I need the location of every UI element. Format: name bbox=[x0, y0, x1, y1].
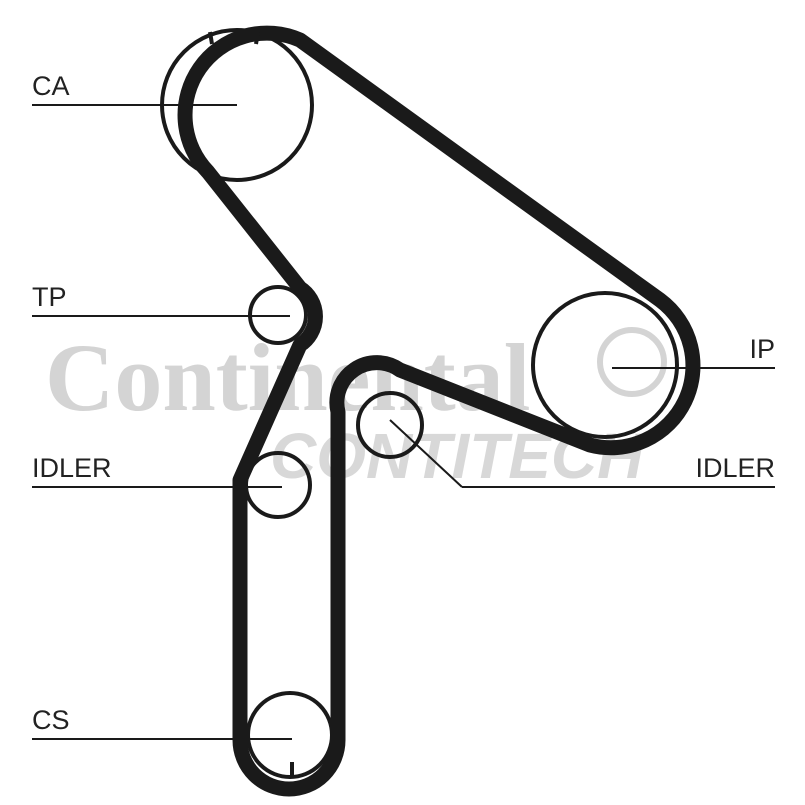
label-ca: CA bbox=[32, 71, 70, 101]
leader-lines bbox=[32, 104, 775, 740]
watermark-contitech: CONTITECH bbox=[270, 420, 645, 492]
belt-marks bbox=[208, 31, 294, 776]
watermark: Continental CONTITECH bbox=[45, 324, 667, 492]
label-ip: IP bbox=[749, 334, 775, 364]
timing-belt bbox=[177, 25, 701, 797]
watermark-horse-emblem bbox=[597, 327, 667, 397]
label-tp: TP bbox=[32, 282, 67, 312]
label-idler-right: IDLER bbox=[695, 453, 775, 483]
pulley-ip bbox=[531, 291, 679, 439]
pulley-idler-right bbox=[356, 391, 424, 459]
label-idler-left: IDLER bbox=[32, 453, 112, 483]
label-cs: CS bbox=[32, 705, 70, 735]
